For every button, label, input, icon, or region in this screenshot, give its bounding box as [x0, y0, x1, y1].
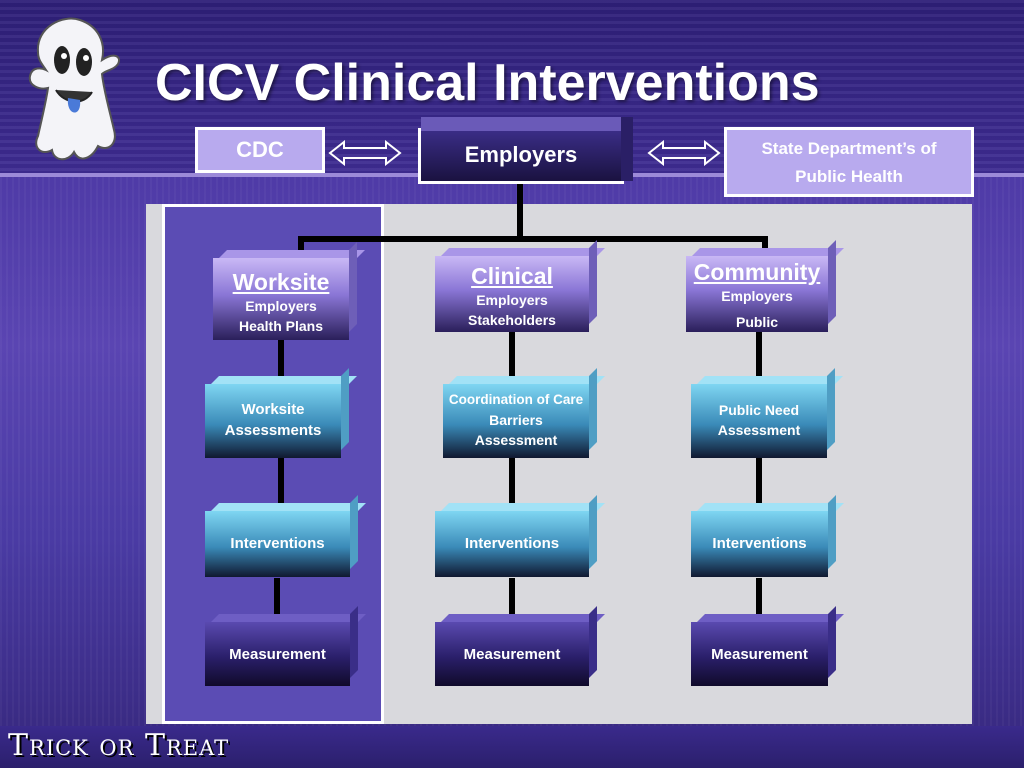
connector-line [509, 578, 515, 620]
box-side-face [350, 606, 358, 678]
box-side-face [621, 117, 633, 181]
community-interventions-box: Interventions [691, 495, 844, 577]
box-top-face [697, 376, 843, 384]
column-title: Community [693, 259, 821, 285]
box-side-face [350, 495, 358, 569]
employers-box: Employers [418, 117, 633, 184]
measurement-label: Measurement [711, 646, 808, 663]
connector-line [274, 578, 280, 620]
state-label-line1: State Department’s of [761, 139, 937, 158]
interventions-label: Interventions [712, 535, 807, 552]
connector-line [762, 236, 768, 250]
connector-line [517, 184, 523, 238]
box-side-face [341, 368, 349, 450]
column-subtitle: Employers [721, 288, 793, 304]
column-subtitle: Stakeholders [468, 312, 556, 328]
box-top-face [692, 248, 844, 256]
connector-line [756, 578, 762, 620]
page-title: CICV Clinical Interventions [155, 54, 820, 112]
cdc-box: CDC [195, 127, 325, 173]
connector-line [278, 458, 284, 508]
box-top-face [219, 250, 365, 258]
connector-line [756, 458, 762, 508]
double-arrow-icon [328, 140, 402, 166]
column-subtitle: Public [735, 314, 778, 330]
assessment-label: Coordination of Care [448, 392, 584, 407]
assessment-label: Assessment [717, 422, 801, 438]
box-top-face [421, 117, 621, 131]
connector-line [298, 236, 304, 254]
footer-band [0, 726, 1024, 768]
box-side-face [589, 240, 597, 324]
community-header-box: Community Employers Public [686, 240, 844, 332]
column-title: Worksite [232, 269, 330, 295]
state-label-line2: Public Health [795, 167, 903, 186]
clinical-interventions-box: Interventions [435, 495, 605, 577]
double-arrow-icon [647, 140, 721, 166]
ghost-icon [28, 17, 120, 161]
interventions-label: Interventions [464, 535, 560, 552]
state-health-box: State Department’s of Public Health [724, 127, 974, 197]
interventions-label: Interventions [230, 535, 325, 552]
box-side-face [589, 495, 597, 569]
box-side-face [828, 495, 836, 569]
box-side-face [349, 242, 357, 332]
box-side-face [589, 368, 597, 450]
box-top-face [441, 503, 605, 511]
community-measurement-box: Measurement [691, 606, 844, 686]
worksite-measurement-box: Measurement [205, 606, 366, 686]
column-subtitle: Employers [476, 292, 548, 308]
measurement-label: Measurement [463, 646, 561, 663]
box-top-face [211, 614, 366, 622]
clinical-measurement-box: Measurement [435, 606, 605, 686]
clinical-header-box: Clinical Employers Stakeholders [435, 240, 605, 332]
box-side-face [828, 606, 836, 678]
box-top-face [697, 503, 844, 511]
box-top-face [441, 614, 605, 622]
connector-line [509, 458, 515, 508]
box-side-face [589, 606, 597, 678]
measurement-label: Measurement [229, 646, 326, 663]
box-top-face [211, 376, 357, 384]
worksite-assessment-box: Worksite Assessments [205, 368, 357, 458]
worksite-interventions-box: Interventions [205, 495, 366, 577]
community-assessment-box: Public Need Assessment [691, 368, 843, 458]
assessment-label: Public Need [718, 402, 800, 418]
connector-line [509, 332, 515, 380]
column-title: Clinical [471, 263, 553, 289]
assessment-label: Assessment [474, 432, 558, 448]
clinical-assessment-box: Coordination of Care Barriers Assessment [443, 368, 605, 458]
employers-label: Employers [464, 142, 578, 167]
box-side-face [828, 240, 836, 324]
connector-line [756, 332, 762, 380]
connector-line [278, 340, 284, 380]
column-subtitle: Employers [245, 298, 317, 314]
box-side-face [827, 368, 835, 450]
box-top-face [211, 503, 366, 511]
box-top-face [697, 614, 844, 622]
footer-text: Trick or Treat [8, 728, 230, 763]
box-top-face [449, 376, 605, 384]
connector-line [298, 236, 768, 242]
box-top-face [441, 248, 605, 256]
assessment-label: Worksite [241, 401, 305, 418]
column-subtitle: Health Plans [238, 318, 324, 334]
cdc-label: CDC [236, 137, 284, 162]
assessment-label: Barriers [489, 412, 543, 428]
worksite-header-box: Worksite Employers Health Plans [213, 242, 365, 340]
assessment-label: Assessments [224, 422, 322, 439]
